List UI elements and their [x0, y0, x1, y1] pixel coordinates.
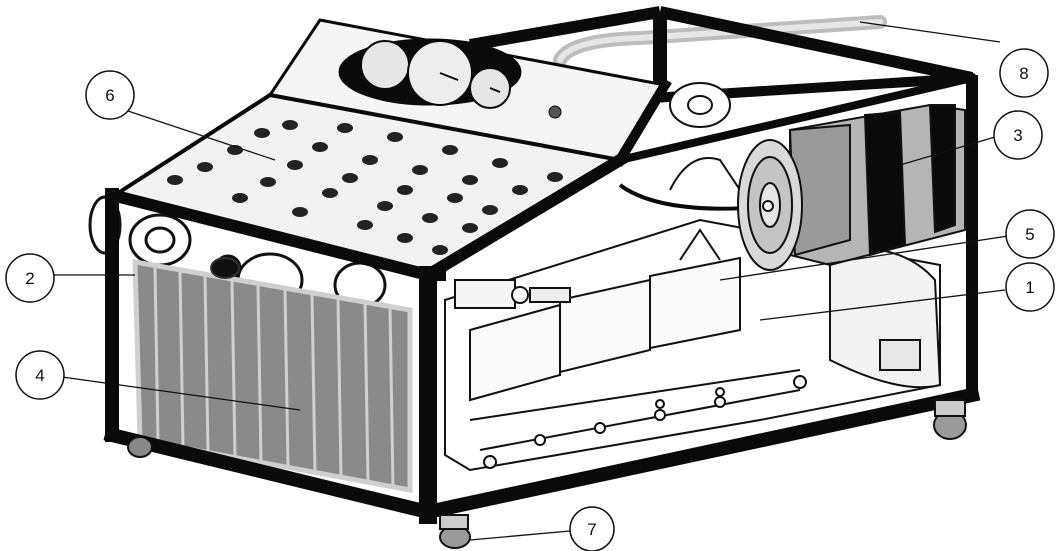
callout-7: 7: [570, 507, 614, 551]
svg-text:5: 5: [1025, 225, 1034, 244]
turbocharger: [670, 83, 730, 127]
svg-text:8: 8: [1019, 64, 1028, 83]
callout-5: 5: [1006, 210, 1054, 258]
air-filter: [738, 105, 965, 270]
callout-3: 3: [994, 111, 1042, 159]
svg-text:4: 4: [35, 366, 44, 385]
callout-6: 6: [86, 71, 134, 119]
svg-text:3: 3: [1013, 126, 1022, 145]
svg-text:7: 7: [587, 520, 596, 539]
callout-4: 4: [16, 351, 64, 399]
svg-text:2: 2: [25, 269, 34, 288]
svg-text:6: 6: [105, 86, 114, 105]
callout-1: 1: [1006, 263, 1054, 311]
callout-2: 2: [6, 254, 54, 302]
callout-8: 8: [1000, 49, 1048, 97]
svg-text:1: 1: [1025, 278, 1034, 297]
